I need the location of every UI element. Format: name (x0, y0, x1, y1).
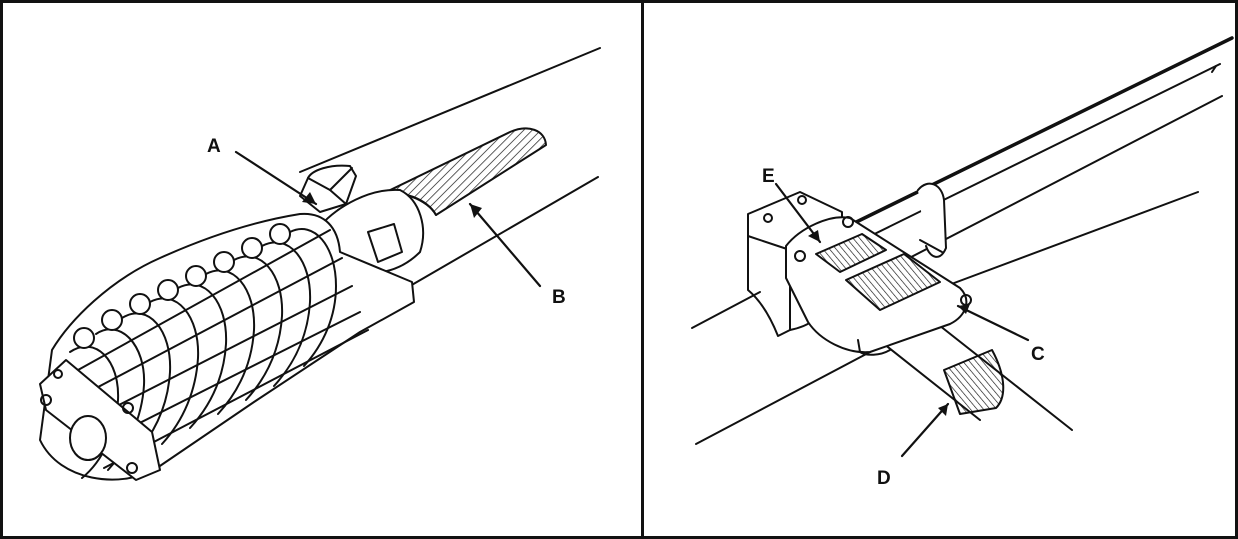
callout-b: B (552, 287, 566, 308)
callout-d: D (877, 468, 891, 489)
switch-plate (785, 216, 972, 356)
callout-e: E (762, 166, 775, 187)
shaft-tube (299, 47, 601, 287)
cutting-head-guard (39, 212, 415, 481)
leader-lines (234, 150, 542, 288)
left-illustration (39, 47, 601, 481)
lower-tube (883, 317, 1073, 431)
end-plate (39, 359, 161, 481)
shaft-collar (917, 182, 947, 258)
right-panel (641, 0, 1238, 539)
callout-a: A (207, 136, 221, 157)
callout-c: C (1031, 344, 1045, 365)
right-illustration (691, 36, 1234, 458)
leader-lines-right (774, 182, 1030, 458)
shaft (838, 36, 1234, 269)
